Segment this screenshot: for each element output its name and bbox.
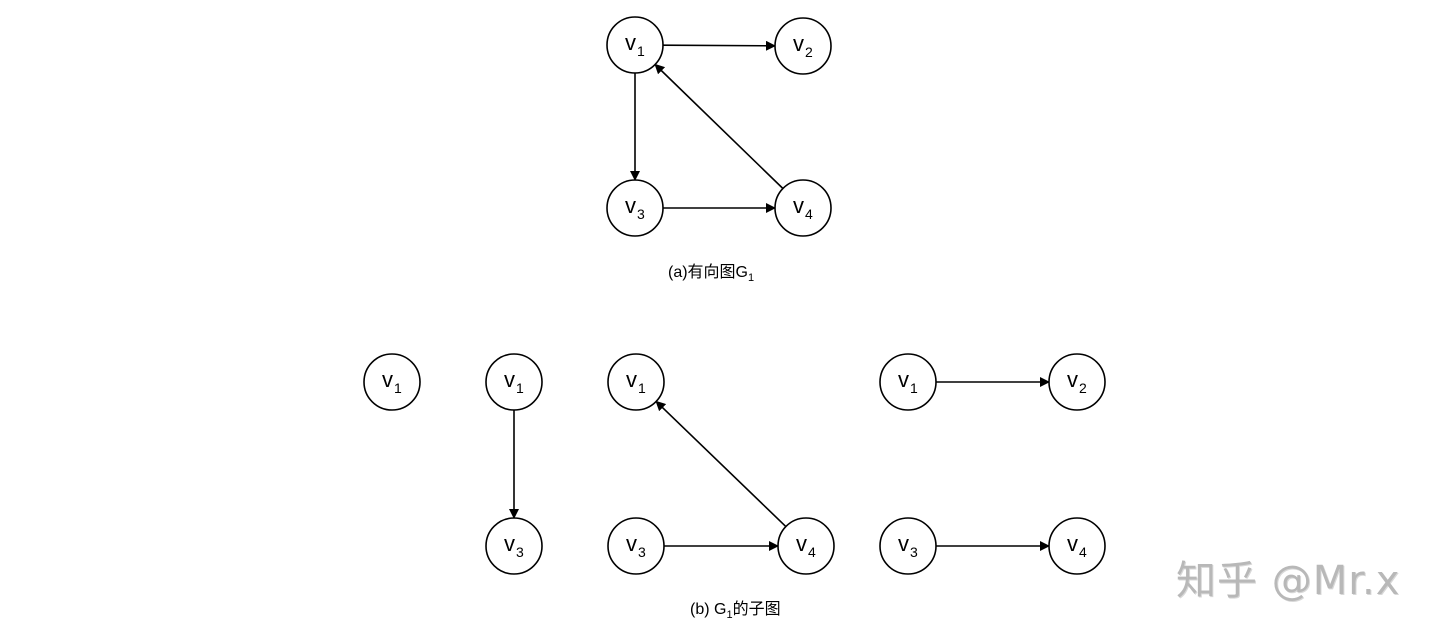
node-label: v3 (504, 531, 524, 560)
graph-node-v4: v4 (1048, 517, 1106, 575)
node-label: v3 (625, 193, 645, 222)
node-circle (606, 179, 664, 237)
node-circle (1048, 353, 1106, 411)
node-circle (485, 517, 543, 575)
caption-directed-graph: (a)有向图G1 (668, 258, 754, 284)
edge-b3-v4-to-b3-v1 (655, 400, 787, 528)
graph-node-v1: v1 (363, 353, 421, 411)
caption-subscript: 1 (748, 272, 755, 285)
node-circle (607, 353, 665, 411)
graph-node-v1: v1 (607, 353, 665, 411)
nodes-layer: v1 v2 v3 v4 v1 v1 v3 v1 v3 v4 v1 v2 v3 v4 (363, 16, 1106, 575)
edges-layer (509, 40, 1050, 551)
graph-node-v1: v1 (606, 16, 664, 74)
node-label: v4 (1067, 531, 1087, 560)
graph-node-v3: v3 (607, 517, 665, 575)
node-circle (879, 517, 937, 575)
node-label: v1 (382, 367, 402, 396)
node-circle (606, 16, 664, 74)
graph-node-v4: v4 (777, 517, 835, 575)
caption-subgraphs: (b) G1的子图 (690, 595, 781, 621)
node-label: v1 (626, 367, 646, 396)
caption-text: (a)有向图G (668, 264, 749, 281)
node-circle (879, 353, 937, 411)
node-label: v2 (1067, 367, 1087, 396)
watermark: 知乎 @Mr.x (1176, 558, 1401, 604)
graph-node-v3: v3 (879, 517, 937, 575)
caption-text: (b) G (690, 601, 727, 618)
caption-subscript: 1 (726, 609, 733, 622)
node-label: v3 (898, 531, 918, 560)
graph-node-v3: v3 (606, 179, 664, 237)
node-circle (774, 179, 832, 237)
graph-node-v2: v2 (1048, 353, 1106, 411)
node-label: v1 (504, 367, 524, 396)
node-circle (607, 517, 665, 575)
node-label: v2 (793, 31, 813, 60)
node-label: v4 (793, 193, 813, 222)
node-label: v1 (898, 367, 918, 396)
graph-node-v3: v3 (485, 517, 543, 575)
node-circle (774, 17, 832, 75)
node-label: v3 (626, 531, 646, 560)
node-circle (777, 517, 835, 575)
node-label: v1 (625, 30, 645, 59)
graph-node-v2: v2 (774, 17, 832, 75)
node-circle (1048, 517, 1106, 575)
edge-a-v1-to-a-v2 (662, 40, 777, 51)
node-circle (485, 353, 543, 411)
caption-suffix: 的子图 (732, 601, 781, 618)
graph-node-v1: v1 (485, 353, 543, 411)
node-circle (363, 353, 421, 411)
node-label: v4 (796, 531, 816, 560)
edge-a-v4-to-a-v1 (654, 63, 784, 190)
graph-node-v4: v4 (774, 179, 832, 237)
graph-node-v1: v1 (879, 353, 937, 411)
